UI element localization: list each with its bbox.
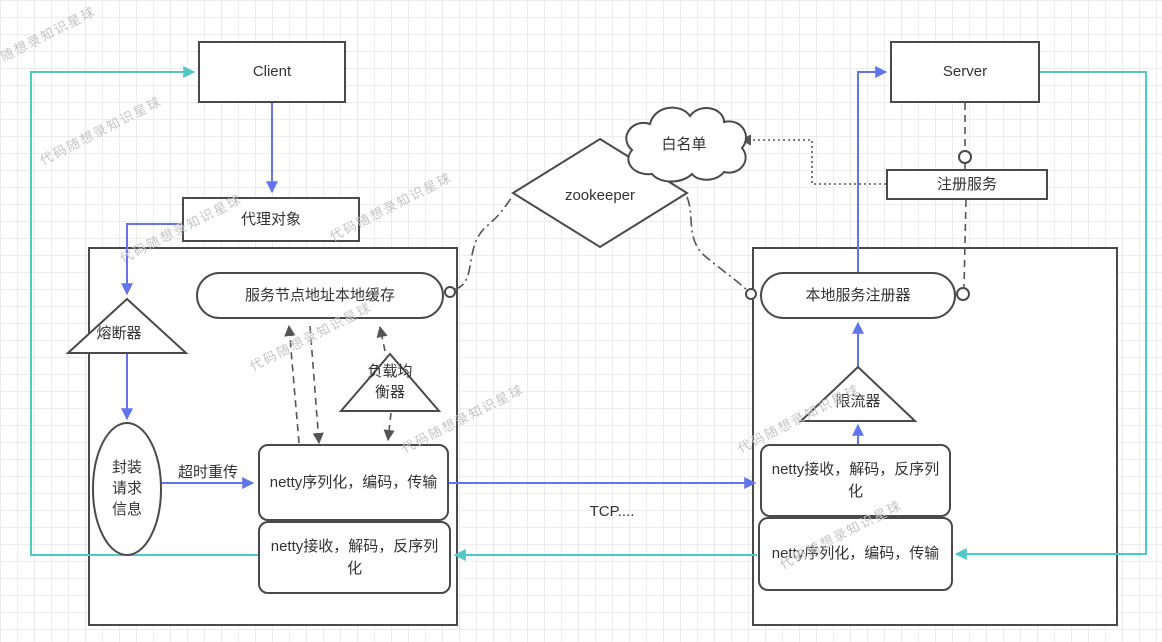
edge-load-balancer-to-netty-dashed xyxy=(383,412,395,442)
local-service-registry-label: 本地服务注册器 xyxy=(805,286,911,304)
server-label: Server xyxy=(942,63,988,81)
wrap-request-ellipse xyxy=(92,422,162,556)
edge-load-balancer-to-cache-dashed xyxy=(376,325,388,352)
cache-zookeeper-connector-dot xyxy=(444,286,456,298)
client-label: Client xyxy=(252,63,292,81)
edge-local-registry-to-server xyxy=(857,66,888,272)
client-netty-recv-label: netty接收，解码，反序列化 xyxy=(270,537,439,577)
service-node-cache-label: 服务节点地址本地缓存 xyxy=(244,286,395,304)
edge-zookeeper-to-local-registry xyxy=(686,196,748,291)
edge-proxy-to-circuit-breaker xyxy=(121,223,182,296)
zookeeper-registry-connector-dot xyxy=(745,288,757,300)
client-node: Client xyxy=(198,41,346,103)
proxy-label: 代理对象 xyxy=(240,210,301,228)
local-service-registry-node: 本地服务注册器 xyxy=(760,272,956,319)
server-netty-recv-label: netty接收，解码，反序列化 xyxy=(771,460,940,500)
edge-server-to-netty-send-response xyxy=(954,71,1147,560)
client-netty-recv-node: netty接收，解码，反序列化 xyxy=(258,521,451,594)
register-service-label: 注册服务 xyxy=(936,175,997,193)
register-registry-connector-dot xyxy=(956,287,970,301)
server-register-connector-dot xyxy=(958,150,972,164)
proxy-node: 代理对象 xyxy=(182,197,360,242)
whitelist-cloud xyxy=(625,106,747,183)
edge-register-to-whitelist xyxy=(739,134,886,185)
rate-limiter-triangle xyxy=(798,365,918,422)
edge-netty-recv-to-client-response xyxy=(30,66,258,556)
edge-netty-to-cache-dashed xyxy=(284,324,300,444)
edge-cache-to-zookeeper xyxy=(454,196,513,290)
edge-register-to-local-registry-dashed xyxy=(963,199,967,288)
service-node-cache-node: 服务节点地址本地缓存 xyxy=(196,272,444,319)
circuit-breaker-triangle xyxy=(65,297,189,354)
edge-cache-to-netty-dashed xyxy=(309,325,324,445)
server-netty-send-node: netty序列化，编码，传输 xyxy=(758,517,953,591)
load-balancer-triangle xyxy=(338,352,442,412)
server-node: Server xyxy=(890,41,1040,103)
server-netty-recv-node: netty接收，解码，反序列化 xyxy=(760,444,951,517)
server-netty-send-label: netty序列化，编码，传输 xyxy=(771,545,940,563)
client-netty-send-label: netty序列化，编码，传输 xyxy=(269,473,438,491)
register-service-node: 注册服务 xyxy=(886,169,1048,200)
client-netty-send-node: netty序列化，编码，传输 xyxy=(258,444,449,521)
